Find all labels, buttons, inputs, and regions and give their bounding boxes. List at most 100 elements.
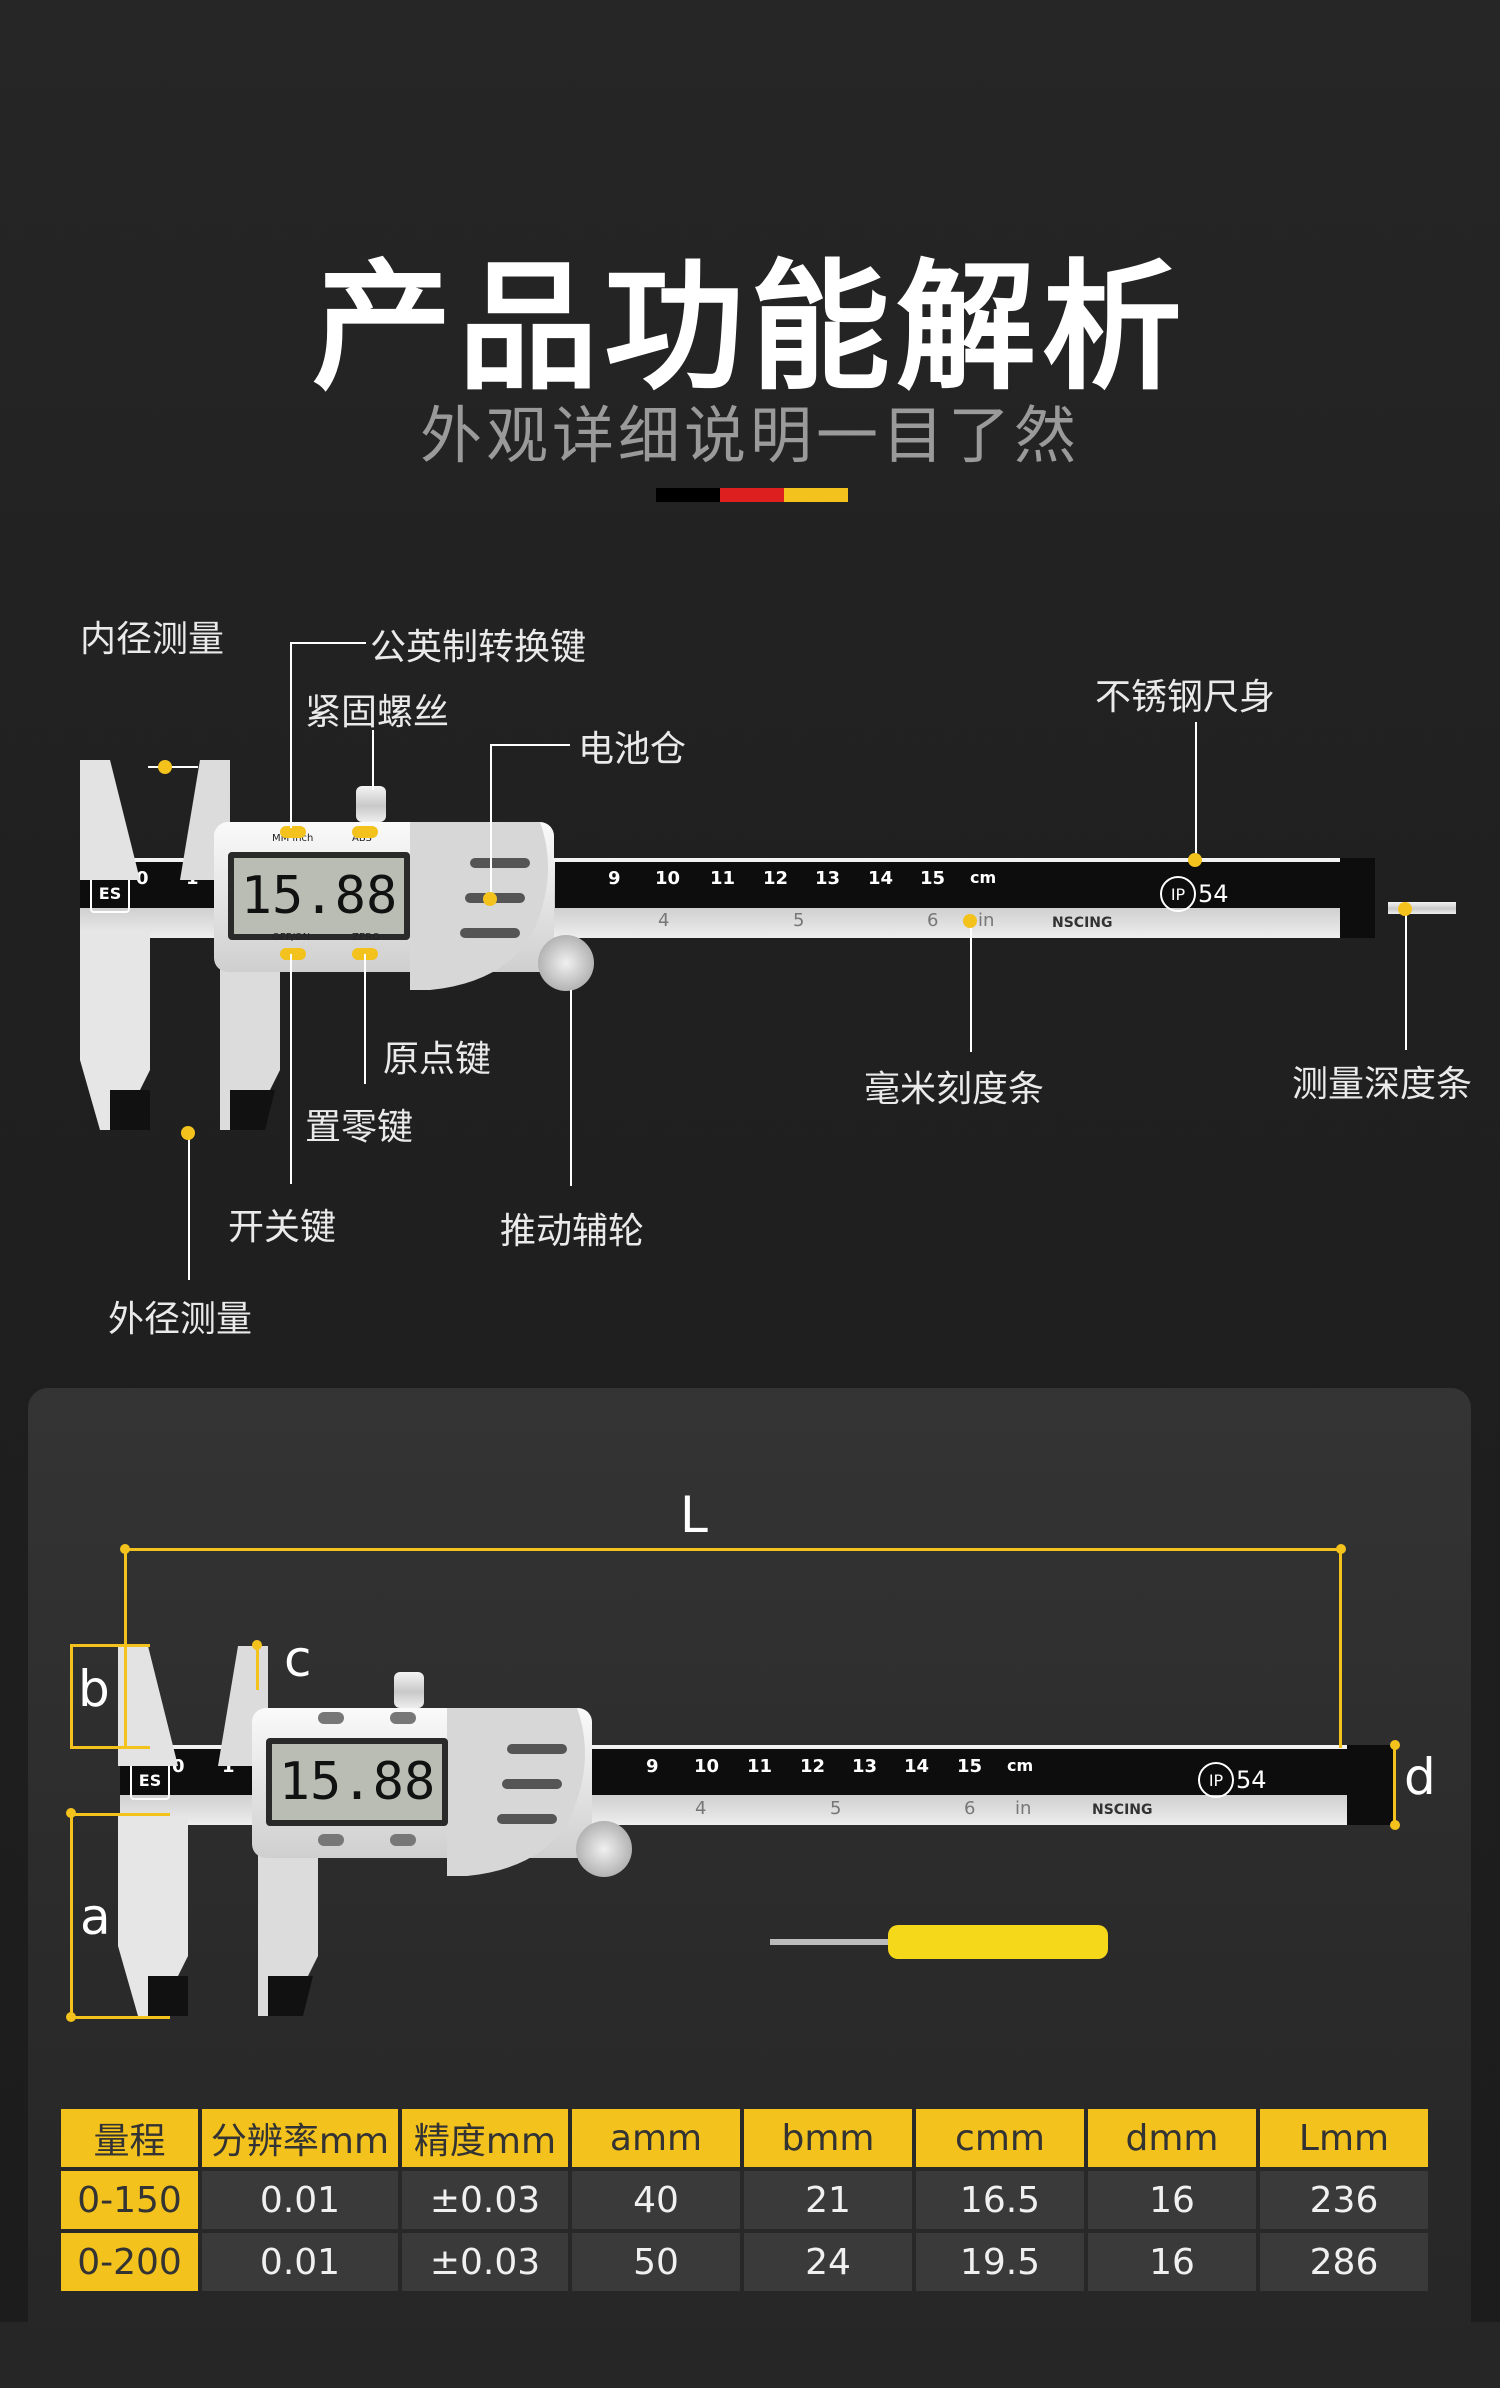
spec-cell: ±0.03 (402, 2171, 568, 2229)
c2-scale-12: 12 (800, 1756, 826, 1777)
lcd-label-top-right: ABS (352, 833, 372, 844)
dim-L-right-tick (1339, 1548, 1342, 1748)
unit-switch-button[interactable] (280, 826, 306, 838)
callout-depth-rod: 测量深度条 (1292, 1064, 1473, 1105)
dim-b-bottom (70, 1746, 150, 1749)
lcd-label-bottom-right: ZERO (352, 932, 380, 943)
leader-depth-rod (1405, 914, 1407, 1050)
spec-cell: 19.5 (916, 2233, 1084, 2291)
scale-num-9: 9 (608, 868, 621, 889)
dim-c-dot (252, 1640, 262, 1650)
scale-num-10: 10 (655, 868, 681, 889)
scale-num-11: 11 (710, 868, 736, 889)
leader-origin-key (364, 954, 366, 1084)
lcd-label-bottom-left: OFF/ON (272, 932, 311, 943)
spec-header-b: bmm (744, 2109, 912, 2167)
c2-inch-4: 4 (695, 1798, 707, 1819)
callout-origin-key: 原点键 (383, 1039, 492, 1080)
spec-header-a: amm (572, 2109, 740, 2167)
dim-L-line (124, 1548, 1342, 1551)
callout-steel-body: 不锈钢尺身 (1095, 677, 1276, 718)
spec-header-d: dmm (1088, 2109, 1256, 2167)
dim-d-line (1393, 1745, 1396, 1825)
leader-battery-v (490, 744, 492, 894)
c2-scale-10: 10 (694, 1756, 720, 1777)
screwdriver-shaft (770, 1939, 890, 1945)
c2-scale-11: 11 (747, 1756, 773, 1777)
lock-screw[interactable] (356, 786, 386, 822)
c2-unit-switch-button[interactable] (318, 1712, 344, 1724)
spec-header-range: 量程 (61, 2109, 198, 2167)
maker-logo: NSCING (1052, 915, 1113, 931)
c2-brand-logo-text: ES (138, 1770, 162, 1790)
leader-battery-h (490, 744, 570, 746)
page-title: 产品功能解析 (311, 247, 1188, 410)
scale-num-13: 13 (815, 868, 841, 889)
c2-maker-logo: NSCING (1092, 1802, 1153, 1818)
c2-ip-rating-ip: IP (1198, 1762, 1234, 1798)
c2-thumb-wheel[interactable] (576, 1821, 632, 1877)
dim-b-line (70, 1644, 73, 1748)
scale-num-15: 15 (920, 868, 946, 889)
dim-d-label: d (1404, 1748, 1436, 1806)
spec-cell: 0.01 (202, 2171, 398, 2229)
flag-yellow-stripe (784, 488, 848, 502)
lcd-reading: 15.88 (240, 866, 398, 926)
scale-num-14: 14 (868, 868, 894, 889)
callout-thumb-wheel: 推动辅轮 (500, 1211, 645, 1252)
spec-cell: 16 (1088, 2233, 1256, 2291)
spec-header-accuracy: 精度mm (402, 2109, 568, 2167)
table-row: 0-200 0.01 ±0.03 50 24 19.5 16 286 (61, 2233, 1428, 2291)
c2-zero-button[interactable] (390, 1834, 416, 1846)
callout-inner-measure: 内径测量 (80, 619, 225, 660)
scale-num-12: 12 (763, 868, 789, 889)
callout-lock-screw: 紧固螺丝 (305, 692, 450, 733)
dim-L-left-dot (120, 1544, 130, 1554)
ip-rating-num: 54 (1198, 880, 1229, 908)
callout-zero-key: 置零键 (305, 1107, 414, 1148)
c2-lock-screw[interactable] (394, 1672, 424, 1708)
caliper-annotated: 0 1 9 10 11 12 13 14 15 cm 4 5 6 in IP 5… (80, 619, 1473, 1340)
dim-b-top (70, 1644, 150, 1647)
spec-cell: 40 (572, 2171, 740, 2229)
c2-scale-15: 15 (957, 1756, 983, 1777)
screwdriver-handle (888, 1925, 1108, 1959)
inch-num-5: 5 (793, 910, 805, 931)
scale-unit-cm: cm (970, 868, 997, 887)
callout-battery: 电池仓 (578, 729, 687, 770)
spec-cell: 236 (1260, 2171, 1428, 2229)
dot-inner-measure (158, 760, 172, 774)
spec-table-header-row: 量程 分辨率mm 精度mm amm bmm cmm dmm Lmm (61, 2109, 1428, 2167)
callout-unit-switch: 公英制转换键 (370, 627, 587, 668)
spec-cell: 16.5 (916, 2171, 1084, 2229)
spec-header-c: cmm (916, 2109, 1084, 2167)
abs-button[interactable] (352, 826, 378, 838)
power-button[interactable] (280, 948, 306, 960)
table-row: 0-150 0.01 ±0.03 40 21 16.5 16 236 (61, 2171, 1428, 2229)
thumb-wheel[interactable] (538, 935, 594, 991)
slider-thumb-rest (410, 822, 548, 990)
lcd-display: 15.88 (228, 852, 410, 940)
dim-L-right-dot (1336, 1544, 1346, 1554)
page-subtitle: 外观详细说明一目了然 (419, 399, 1080, 472)
callout-outer-measure: 外径测量 (108, 1299, 253, 1340)
screwdriver (770, 1923, 1130, 1963)
flag-black-stripe (656, 488, 720, 502)
dim-d-top-dot (1390, 1740, 1400, 1750)
c2-lcd-display: 15.88 (266, 1738, 448, 1826)
c2-ip-rating-badge: IP 54 (1198, 1762, 1267, 1798)
inch-num-4: 4 (658, 910, 670, 931)
c2-abs-button[interactable] (390, 1712, 416, 1724)
dot-mm-scale (963, 914, 977, 928)
spec-cell: 0-150 (61, 2171, 198, 2229)
spec-cell: 21 (744, 2171, 912, 2229)
callout-power-key: 开关键 (228, 1207, 337, 1248)
flag-color-bar (656, 488, 848, 502)
dot-outer-measure (181, 1126, 195, 1140)
c2-power-button[interactable] (318, 1834, 344, 1846)
ip-rating-ip: IP (1160, 876, 1196, 912)
leader-outer-measure (188, 1130, 190, 1280)
leader-mm-scale (970, 922, 972, 1052)
dim-a-top (70, 1813, 170, 1816)
scale-num-0: 0 (136, 868, 149, 889)
